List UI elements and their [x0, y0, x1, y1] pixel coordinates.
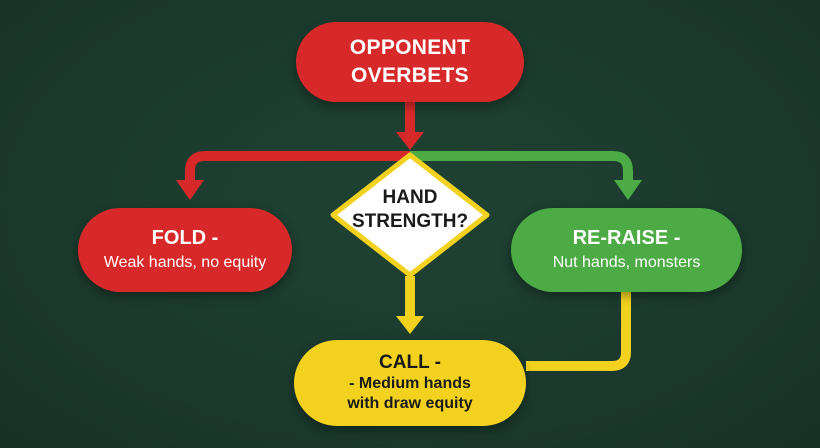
arrowhead-to-call	[396, 316, 424, 334]
arrowhead-to-fold	[176, 180, 204, 200]
outcome-node-call: CALL - - Medium hands with draw equity	[294, 340, 526, 426]
connector-reraise-to-call	[526, 290, 631, 371]
fold-title: FOLD -	[151, 227, 219, 249]
start-node-opponent-overbets: OPPONENT OVERBETS	[296, 22, 524, 102]
outcome-node-reraise: RE-RAISE - Nut hands, monsters	[511, 208, 742, 292]
call-title: CALL -	[379, 352, 441, 373]
outcome-node-fold: FOLD - Weak hands, no equity	[78, 208, 292, 292]
start-node-label: OPPONENT OVERBETS	[349, 36, 471, 87]
reraise-detail: Nut hands, monsters	[552, 254, 701, 271]
decision-node-hand-strength: HAND STRENGTH?	[330, 152, 490, 278]
fold-detail: Weak hands, no equity	[103, 254, 267, 271]
decision-diamond-shape	[330, 152, 490, 278]
reraise-title: RE-RAISE -	[572, 227, 681, 249]
decision-node-label: HAND STRENGTH?	[351, 187, 469, 232]
connector-decision-to-reraise	[410, 151, 633, 182]
call-detail-line2: with draw equity	[347, 395, 473, 412]
call-detail-line1: - Medium hands	[349, 375, 471, 392]
arrowhead-start-to-decision	[396, 132, 424, 150]
arrowhead-to-reraise	[614, 180, 642, 200]
connector-decision-to-fold	[185, 151, 410, 182]
